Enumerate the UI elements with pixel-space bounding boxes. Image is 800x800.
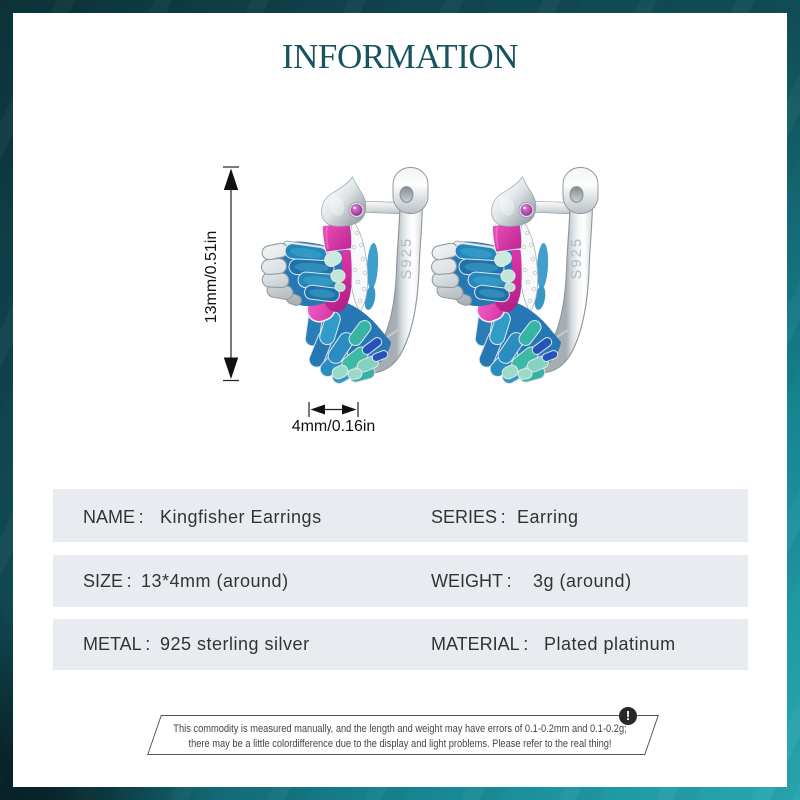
svg-text:4mm/0.16in: 4mm/0.16in bbox=[292, 418, 376, 435]
svg-text:13mm/0.51in: 13mm/0.51in bbox=[203, 231, 220, 324]
svg-text:S925: S925 bbox=[399, 237, 415, 280]
